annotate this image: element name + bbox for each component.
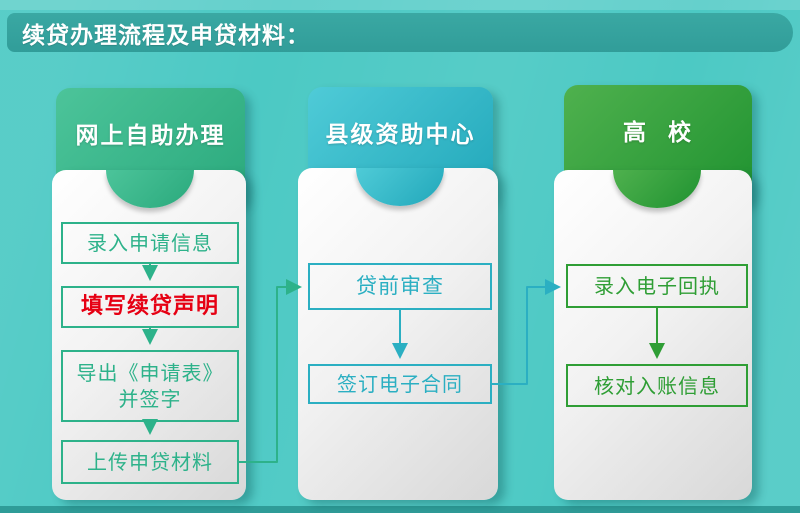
column-header-label: 网上自助办理 bbox=[75, 123, 226, 149]
flow-step-export-form-and-sign: 导出《申请表》 并签字 bbox=[61, 350, 239, 422]
top-highlight-strip bbox=[0, 0, 800, 10]
bottom-strip bbox=[0, 506, 800, 513]
flow-step-preloan-review: 贷前审查 bbox=[308, 263, 492, 310]
column-header-label: 高 校 bbox=[622, 120, 693, 146]
card-university bbox=[554, 170, 752, 500]
step-label: 录入电子回执 bbox=[594, 274, 720, 298]
step-label: 签订电子合同 bbox=[337, 372, 463, 396]
flow-step-fill-renewal-statement: 填写续贷声明 bbox=[61, 286, 239, 328]
step-label: 核对入账信息 bbox=[594, 373, 720, 398]
connector-upload-to-review bbox=[239, 279, 302, 463]
step-label: 填写续贷声明 bbox=[80, 293, 219, 319]
card-county-center bbox=[298, 168, 498, 500]
step-label: 贷前审查 bbox=[356, 273, 444, 298]
title-banner: 续贷办理流程及申贷材料： bbox=[7, 13, 793, 52]
step-label-line2: 并签字 bbox=[118, 387, 182, 411]
step-label: 录入申请信息 bbox=[87, 231, 213, 255]
flow-step-enter-ereceipt: 录入电子回执 bbox=[566, 264, 748, 308]
connector-contract-to-receipt bbox=[492, 279, 561, 385]
flow-step-upload-loan-materials: 上传申贷材料 bbox=[61, 440, 239, 484]
flow-step-enter-application-info: 录入申请信息 bbox=[61, 222, 239, 264]
column-header-label: 县级资助中心 bbox=[325, 122, 476, 148]
flow-step-sign-econtract: 签订电子合同 bbox=[308, 364, 492, 404]
step-label: 上传申贷材料 bbox=[87, 450, 213, 474]
flow-step-verify-account-info: 核对入账信息 bbox=[566, 364, 748, 407]
step-label-line1: 导出《申请表》 bbox=[76, 361, 224, 385]
page-title: 续贷办理流程及申贷材料： bbox=[22, 22, 310, 49]
